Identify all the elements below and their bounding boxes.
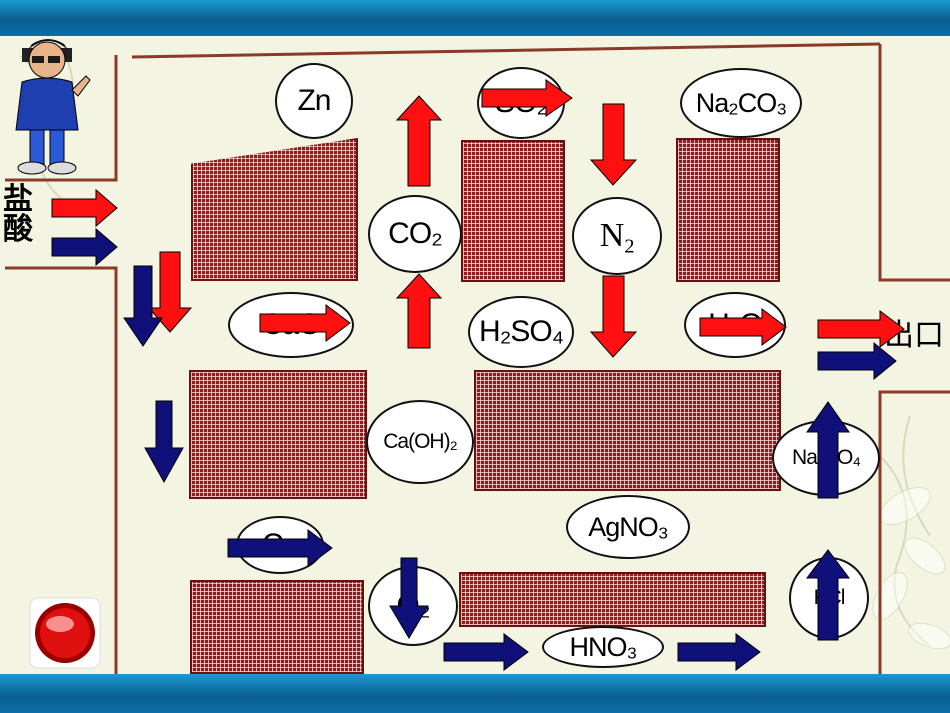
arrow-down-red-1 <box>147 251 193 333</box>
top-banner <box>0 0 950 36</box>
arrow-down-blue-2 <box>144 400 184 484</box>
maze-block-lower-left <box>190 580 364 674</box>
inlet-label: 盐酸 <box>3 183 33 246</box>
arrow-inlet-blue <box>51 227 118 267</box>
arrow-right-h2o <box>699 308 787 346</box>
arrow-down-blue-1 <box>123 265 163 347</box>
arrow-right-bottom-2 <box>677 633 761 671</box>
molecule-caoh2[interactable]: Ca(OH)₂ <box>366 400 474 484</box>
molecule-na2co3[interactable]: Na₂CO₃ <box>680 68 802 138</box>
arrow-right-cu <box>227 529 333 567</box>
molecule-co2[interactable]: CO₂ <box>368 195 462 273</box>
arrow-right-so2 <box>481 79 573 117</box>
maze-block-upper-left <box>191 138 358 281</box>
maze-block-upper-right <box>676 138 780 282</box>
maze-block-upper-middle <box>461 140 565 282</box>
arrow-up-co2-upper <box>395 95 443 187</box>
arrow-up-na2so4 <box>806 401 850 499</box>
arrow-right-cao <box>259 304 351 342</box>
bottom-banner <box>0 674 950 713</box>
arrow-inlet-red <box>51 188 118 228</box>
arrow-up-co2-lower <box>395 273 443 349</box>
molecule-n2[interactable]: N₂ <box>572 197 662 275</box>
arrow-outlet-blue <box>817 341 897 381</box>
molecule-h2so4[interactable]: H₂SO₄ <box>468 296 574 368</box>
arrow-down-n2-lower <box>589 275 638 358</box>
red-round-button-icon[interactable] <box>28 596 102 670</box>
arrow-down-o2 <box>389 557 429 639</box>
molecule-zn[interactable]: Zn <box>275 63 353 139</box>
molecule-hno3[interactable]: HNO₃ <box>542 626 664 668</box>
arrow-down-n2-upper <box>589 103 638 186</box>
maze-block-middle-left <box>189 370 367 499</box>
arrow-up-kcl <box>806 549 850 641</box>
cartoon-man-icon <box>15 39 91 175</box>
arrow-right-bottom-1 <box>443 633 529 671</box>
maze-block-middle-right <box>474 370 781 491</box>
arrow-outlet-red <box>817 310 905 348</box>
molecule-agno3[interactable]: AgNO₃ <box>566 495 690 559</box>
